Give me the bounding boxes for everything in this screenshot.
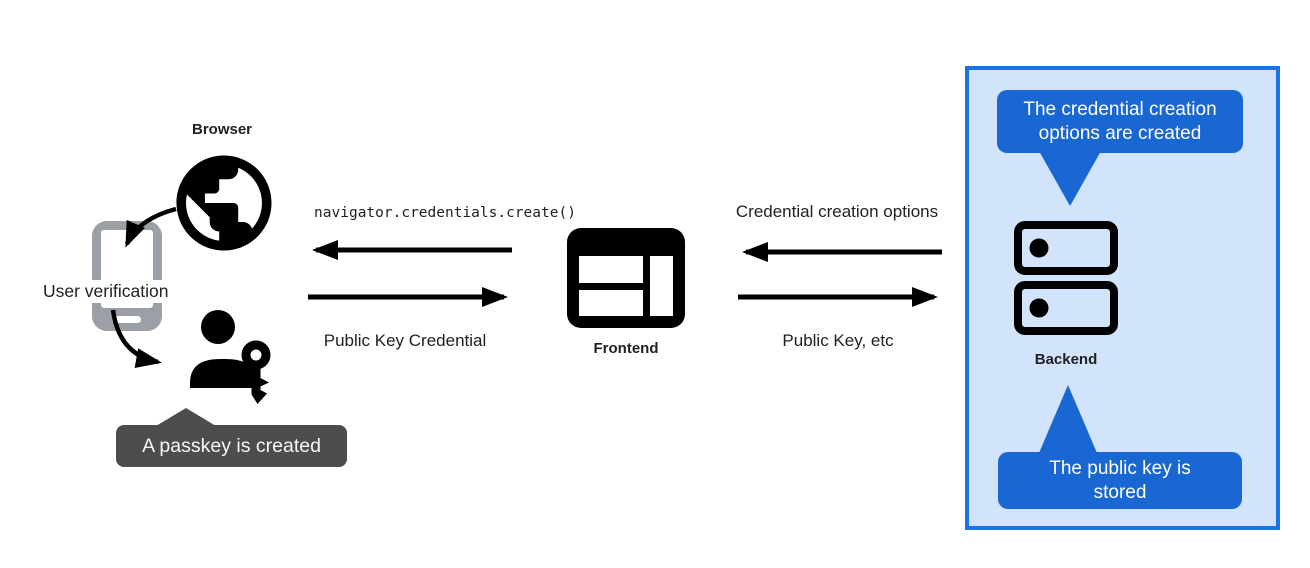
public-key-etc-label: Public Key, etc [782, 331, 894, 350]
server-stack-icon [1014, 221, 1118, 335]
credential-options-bubble-text: The credential creation options are crea… [1023, 98, 1217, 144]
frontend-label: Frontend [593, 340, 659, 357]
credential-options-bubble: The credential creation options are crea… [997, 90, 1243, 153]
bubble-tail-up [1039, 385, 1097, 453]
globe-icon [176, 155, 272, 251]
bubble-tail-down [1039, 151, 1101, 206]
tooltip-tail-up [156, 408, 216, 426]
phone-home-bar [113, 316, 141, 323]
public-key-credential-label: Public Key Credential [323, 331, 487, 350]
public-key-stored-bubble-text: The public key is stored [1049, 457, 1191, 503]
passkey-created-text: A passkey is created [142, 434, 321, 457]
passkey-created-tooltip: A passkey is created [116, 408, 347, 467]
navigator-credentials-create-label: navigator.credentials.create() [314, 205, 576, 221]
user-verification-label: User verification [40, 280, 172, 303]
backend-label: Backend [1034, 351, 1098, 368]
browser-label: Browser [191, 121, 253, 138]
smartphone-icon [92, 221, 162, 331]
browser-window-icon [567, 228, 685, 328]
public-key-stored-bubble: The public key is stored [998, 452, 1242, 509]
credential-creation-options-label: Credential creation options [735, 202, 939, 221]
user-with-key-icon [190, 310, 271, 404]
